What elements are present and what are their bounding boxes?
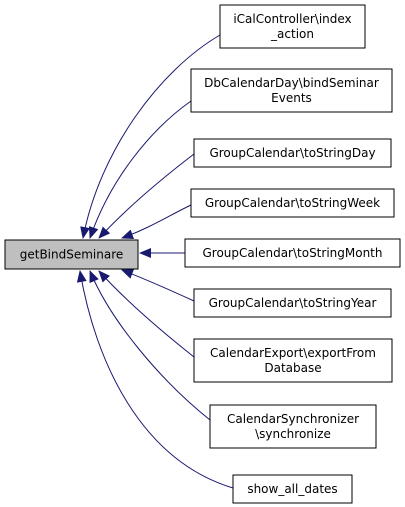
caller-node-label: \synchronize [255, 427, 331, 441]
call-edge [121, 269, 195, 302]
call-edge [76, 270, 234, 489]
caller-node-box [209, 404, 377, 449]
caller-node[interactable]: show_all_dates [232, 474, 353, 504]
caller-node[interactable]: GroupCalendar\toStringWeek [190, 188, 395, 218]
caller-node[interactable]: iCalController\index_action [219, 4, 366, 49]
caller-node[interactable]: GroupCalendar\toStringYear [193, 288, 392, 318]
caller-node-label: CalendarExport\exportFrom [210, 346, 376, 360]
caller-node-box [193, 138, 392, 168]
caller-node-label: GroupCalendar\toStringDay [209, 146, 375, 160]
call-edge [121, 204, 192, 240]
caller-node[interactable]: GroupCalendar\toStringDay [193, 138, 392, 168]
call-edge [80, 34, 221, 239]
caller-node-box [184, 238, 401, 268]
caller-node-label: iCalController\index [233, 12, 351, 26]
call-edge [98, 153, 195, 239]
caller-node-box [219, 4, 366, 49]
target-node-box [4, 239, 139, 270]
caller-node-box [190, 188, 395, 218]
caller-node-box [193, 288, 392, 318]
caller-node-box [193, 338, 393, 383]
caller-node-label: GroupCalendar\toStringWeek [205, 196, 380, 210]
target-node-label: getBindSeminare [20, 248, 124, 262]
caller-node-label: GroupCalendar\toStringYear [209, 296, 377, 310]
caller-node[interactable]: CalendarSynchronizer\synchronize [209, 404, 377, 449]
caller-node-box [190, 68, 393, 113]
call-edge [88, 100, 192, 239]
call-edge [98, 270, 195, 358]
caller-node-label: GroupCalendar\toStringMonth [202, 246, 382, 260]
caller-node-label: CalendarSynchronizer [227, 412, 359, 426]
caller-node-box [232, 474, 353, 504]
caller-node-label: Events [271, 91, 312, 105]
caller-node[interactable]: GroupCalendar\toStringMonth [184, 238, 401, 268]
caller-node-label: _action [270, 27, 314, 41]
caller-node-label: Database [264, 361, 321, 375]
call-edge [89, 270, 211, 421]
target-node[interactable]: getBindSeminare [4, 239, 139, 270]
caller-node-label: DbCalendarDay\bindSeminar [204, 76, 379, 90]
caller-node-label: show_all_dates [247, 482, 337, 496]
